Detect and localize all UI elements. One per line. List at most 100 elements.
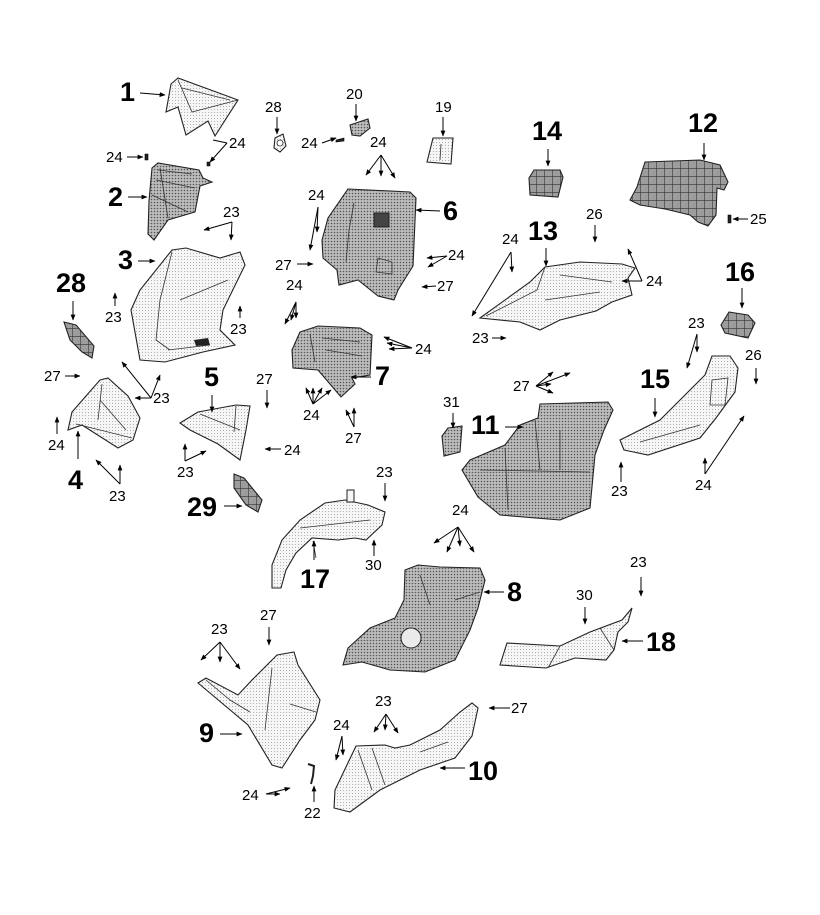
leader-23 (121, 361, 152, 399)
leader-24 (509, 251, 515, 273)
part-28-side-grille[interactable] (63, 321, 95, 359)
part-7-inner-cover[interactable] (291, 325, 373, 398)
callout-5: 5 (204, 362, 219, 392)
fastener-label-23: 23 (153, 390, 170, 407)
fastener-label-27: 27 (260, 607, 277, 624)
part-10-lower-right-panel[interactable] (333, 702, 479, 813)
fastener-label-23: 23 (223, 204, 240, 221)
leader-24 (457, 526, 462, 547)
part-2-headlight-unit[interactable] (147, 162, 214, 241)
fastener-label-23: 23 (105, 309, 122, 326)
part-19-cover-lid[interactable] (426, 137, 454, 165)
fastener-label-24: 24 (695, 477, 712, 494)
fastener-label-24: 24 (370, 134, 387, 151)
leader-24 (284, 301, 297, 325)
leader-23 (200, 641, 221, 661)
fastener-label-24: 24 (502, 231, 519, 248)
callout-3: 3 (118, 245, 133, 275)
callout-17: 17 (300, 564, 330, 594)
part-8-floor-board[interactable] (342, 564, 486, 673)
leader-24 (314, 206, 320, 233)
part-12-battery-cover-mat[interactable] (629, 159, 729, 227)
callout-21: 28 (265, 99, 282, 116)
leader-27 (535, 371, 554, 387)
part-6-inner-leg-shield[interactable] (321, 188, 417, 301)
leader-24 (427, 255, 448, 268)
leader-27 (421, 284, 437, 290)
leader-24 (471, 251, 512, 317)
leader-23 (184, 450, 207, 462)
callout-14: 14 (532, 116, 562, 146)
leader-24 (386, 341, 413, 349)
fastener-label-26: 26 (586, 206, 603, 223)
callout-2: 2 (108, 182, 123, 212)
leader-24 (627, 248, 643, 282)
callout-12: 12 (688, 108, 718, 138)
callout-13: 13 (528, 216, 558, 246)
part-20-clip-bracket[interactable] (349, 118, 371, 137)
fastener-label-24: 24 (333, 717, 350, 734)
fastener-label-23: 23 (375, 693, 392, 710)
leader-24 (426, 255, 448, 260)
callout-4: 4 (68, 465, 83, 495)
leader-24 (446, 526, 459, 553)
fastener-label-23: 23 (177, 464, 194, 481)
part-4-front-lower-cover[interactable] (67, 377, 141, 449)
fastener-label-27: 27 (275, 257, 292, 274)
leader-24 (308, 206, 319, 251)
part-3-front-shield[interactable] (130, 247, 246, 363)
part-5-side-front-panel[interactable] (178, 404, 251, 461)
fastener-label-24: 24 (452, 502, 469, 519)
part-29-side-grille[interactable] (233, 473, 263, 513)
screw-icon (144, 153, 149, 161)
leader-24 (340, 735, 346, 756)
leader-23 (219, 641, 241, 670)
fastener-label-27: 27 (44, 368, 61, 385)
fastener-label-24: 24 (242, 787, 259, 804)
fastener-label-27: 27 (437, 278, 454, 295)
leader-27 (345, 409, 355, 428)
fastener-label-24: 24 (284, 442, 301, 459)
part-16-grille[interactable] (720, 311, 756, 339)
part-15-rear-side-cover[interactable] (619, 355, 739, 456)
leader-23 (385, 713, 399, 734)
leader-24 (388, 346, 413, 352)
part-14-grille[interactable] (528, 169, 564, 198)
fastener-label-27: 27 (511, 700, 528, 717)
fastener-label-27: 27 (256, 371, 273, 388)
part-18-side-rail[interactable] (499, 607, 633, 669)
part-9-lower-left-panel[interactable] (197, 651, 321, 769)
callout-7: 7 (375, 361, 390, 391)
fastener-label-23: 23 (230, 321, 247, 338)
leader-24 (704, 415, 745, 475)
part-22-wire-hook[interactable] (307, 763, 316, 785)
part-31-small-lid[interactable] (441, 425, 463, 457)
screw-icon (206, 161, 211, 167)
fastener-label-23: 23 (109, 488, 126, 505)
fastener-label-27: 27 (513, 378, 530, 395)
callout-8: 8 (507, 577, 522, 607)
part-1-headlight-top-cover[interactable] (165, 77, 239, 138)
leader-23 (203, 221, 233, 231)
fastener-label-24: 24 (106, 149, 123, 166)
fastener-label-24: 24 (303, 407, 320, 424)
screw-icon (335, 137, 345, 143)
fastener-label-24: 24 (301, 135, 318, 152)
callout-1: 1 (120, 77, 135, 107)
part-11-helmet-box[interactable] (461, 401, 614, 521)
callout-29: 29 (187, 492, 217, 522)
fastener-label-25: 25 (750, 211, 767, 228)
callout-31: 31 (443, 394, 460, 411)
leader-24 (265, 786, 291, 795)
part-21-ring-trim[interactable] (273, 133, 287, 153)
leader-24 (383, 336, 413, 349)
leader-24 (290, 301, 297, 321)
fastener-label-24: 24 (448, 247, 465, 264)
leader-23 (382, 713, 388, 731)
fastener-label-23: 23 (688, 315, 705, 332)
callout-22: 22 (304, 805, 321, 822)
fastener-label-23: 23 (376, 464, 393, 481)
part-13-body-side-cover[interactable] (478, 261, 636, 331)
leader-6 (415, 207, 441, 213)
